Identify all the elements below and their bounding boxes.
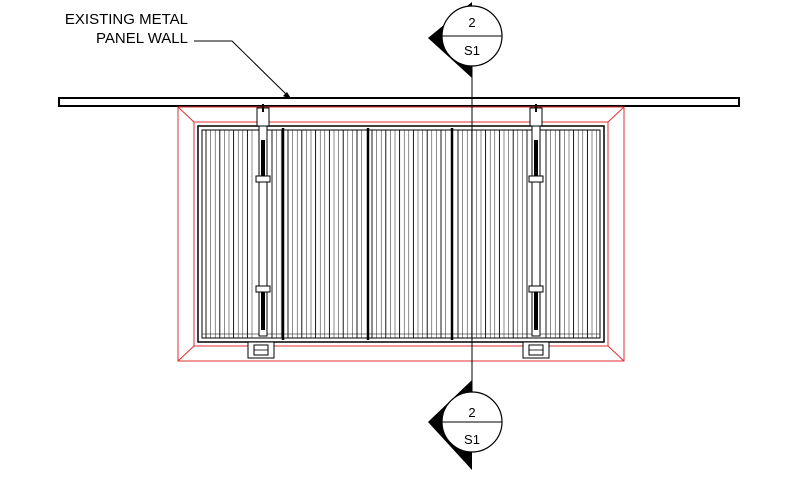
section-sheet-bottom: S1: [464, 432, 480, 447]
section-mark-top: 2 S1: [428, 2, 503, 78]
section-mark-bottom: 2 S1: [428, 380, 503, 470]
leader-line: [194, 40, 291, 99]
note-line-2: PANEL WALL: [96, 30, 188, 47]
panel-slats: [205, 130, 597, 338]
section-number-bottom: 2: [468, 405, 475, 420]
metal-panel-wall: [58, 97, 740, 107]
section-number-top: 2: [468, 15, 475, 30]
left-support: [247, 104, 275, 359]
mullions: [281, 128, 454, 340]
right-support: [522, 104, 550, 359]
frame-outline: [177, 106, 625, 362]
section-sheet-top: S1: [464, 43, 480, 58]
note-line-1: EXISTING METAL: [64, 11, 188, 28]
